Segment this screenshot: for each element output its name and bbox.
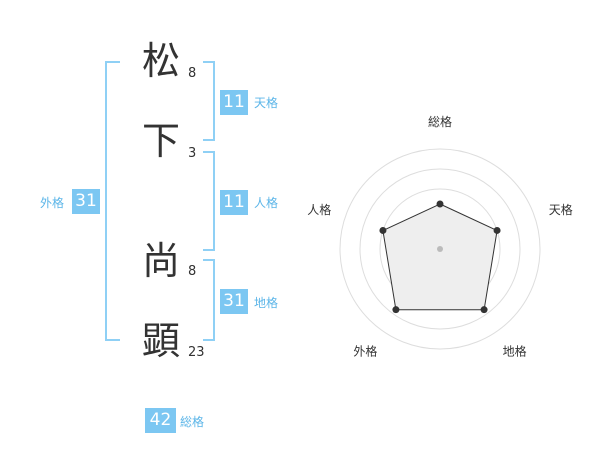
outer-bracket [105,61,120,341]
tenkaku-bracket [203,61,215,141]
soukaku-label: 総格 [180,415,205,429]
radar-ring [359,168,521,330]
radar-axis-label: 人格 [307,202,331,217]
radar-axis-label: 地格 [503,344,527,359]
radar-axis-label: 総格 [428,114,452,129]
radar-point [480,306,488,314]
radar-points [379,200,501,314]
radar-shape [382,203,498,311]
name-char-3: 尚 [141,239,180,283]
stroke-count-3: 8 [188,264,197,279]
name-char-2: 下 [141,119,180,163]
radar-axis-label: 天格 [549,202,573,217]
radar-point [379,226,387,234]
radar-point [392,306,400,314]
name-char-1: 松 [141,39,180,83]
jinkaku-bracket [203,151,215,251]
jinkaku-badge: 11 [220,190,248,215]
radar-center-dot [437,246,443,252]
gaikaku-badge: 31 [72,189,100,214]
stroke-count-2: 3 [188,146,197,161]
name-char-4: 顕 [141,319,180,363]
stroke-count-1: 8 [188,66,197,81]
chikaku-bracket [203,259,215,341]
stroke-count-4: 23 [188,345,205,360]
radar-axis-label: 外格 [353,344,377,359]
gaikaku-label: 外格 [40,196,65,210]
chikaku-label: 地格 [254,296,279,310]
jinkaku-label: 人格 [254,196,279,210]
radar-point [493,226,501,234]
tenkaku-label: 天格 [254,96,279,110]
soukaku-badge: 42 [145,408,176,433]
radar-point [436,200,444,208]
radar-ring [339,148,541,350]
tenkaku-badge: 11 [220,90,248,115]
chikaku-badge: 31 [220,289,248,314]
